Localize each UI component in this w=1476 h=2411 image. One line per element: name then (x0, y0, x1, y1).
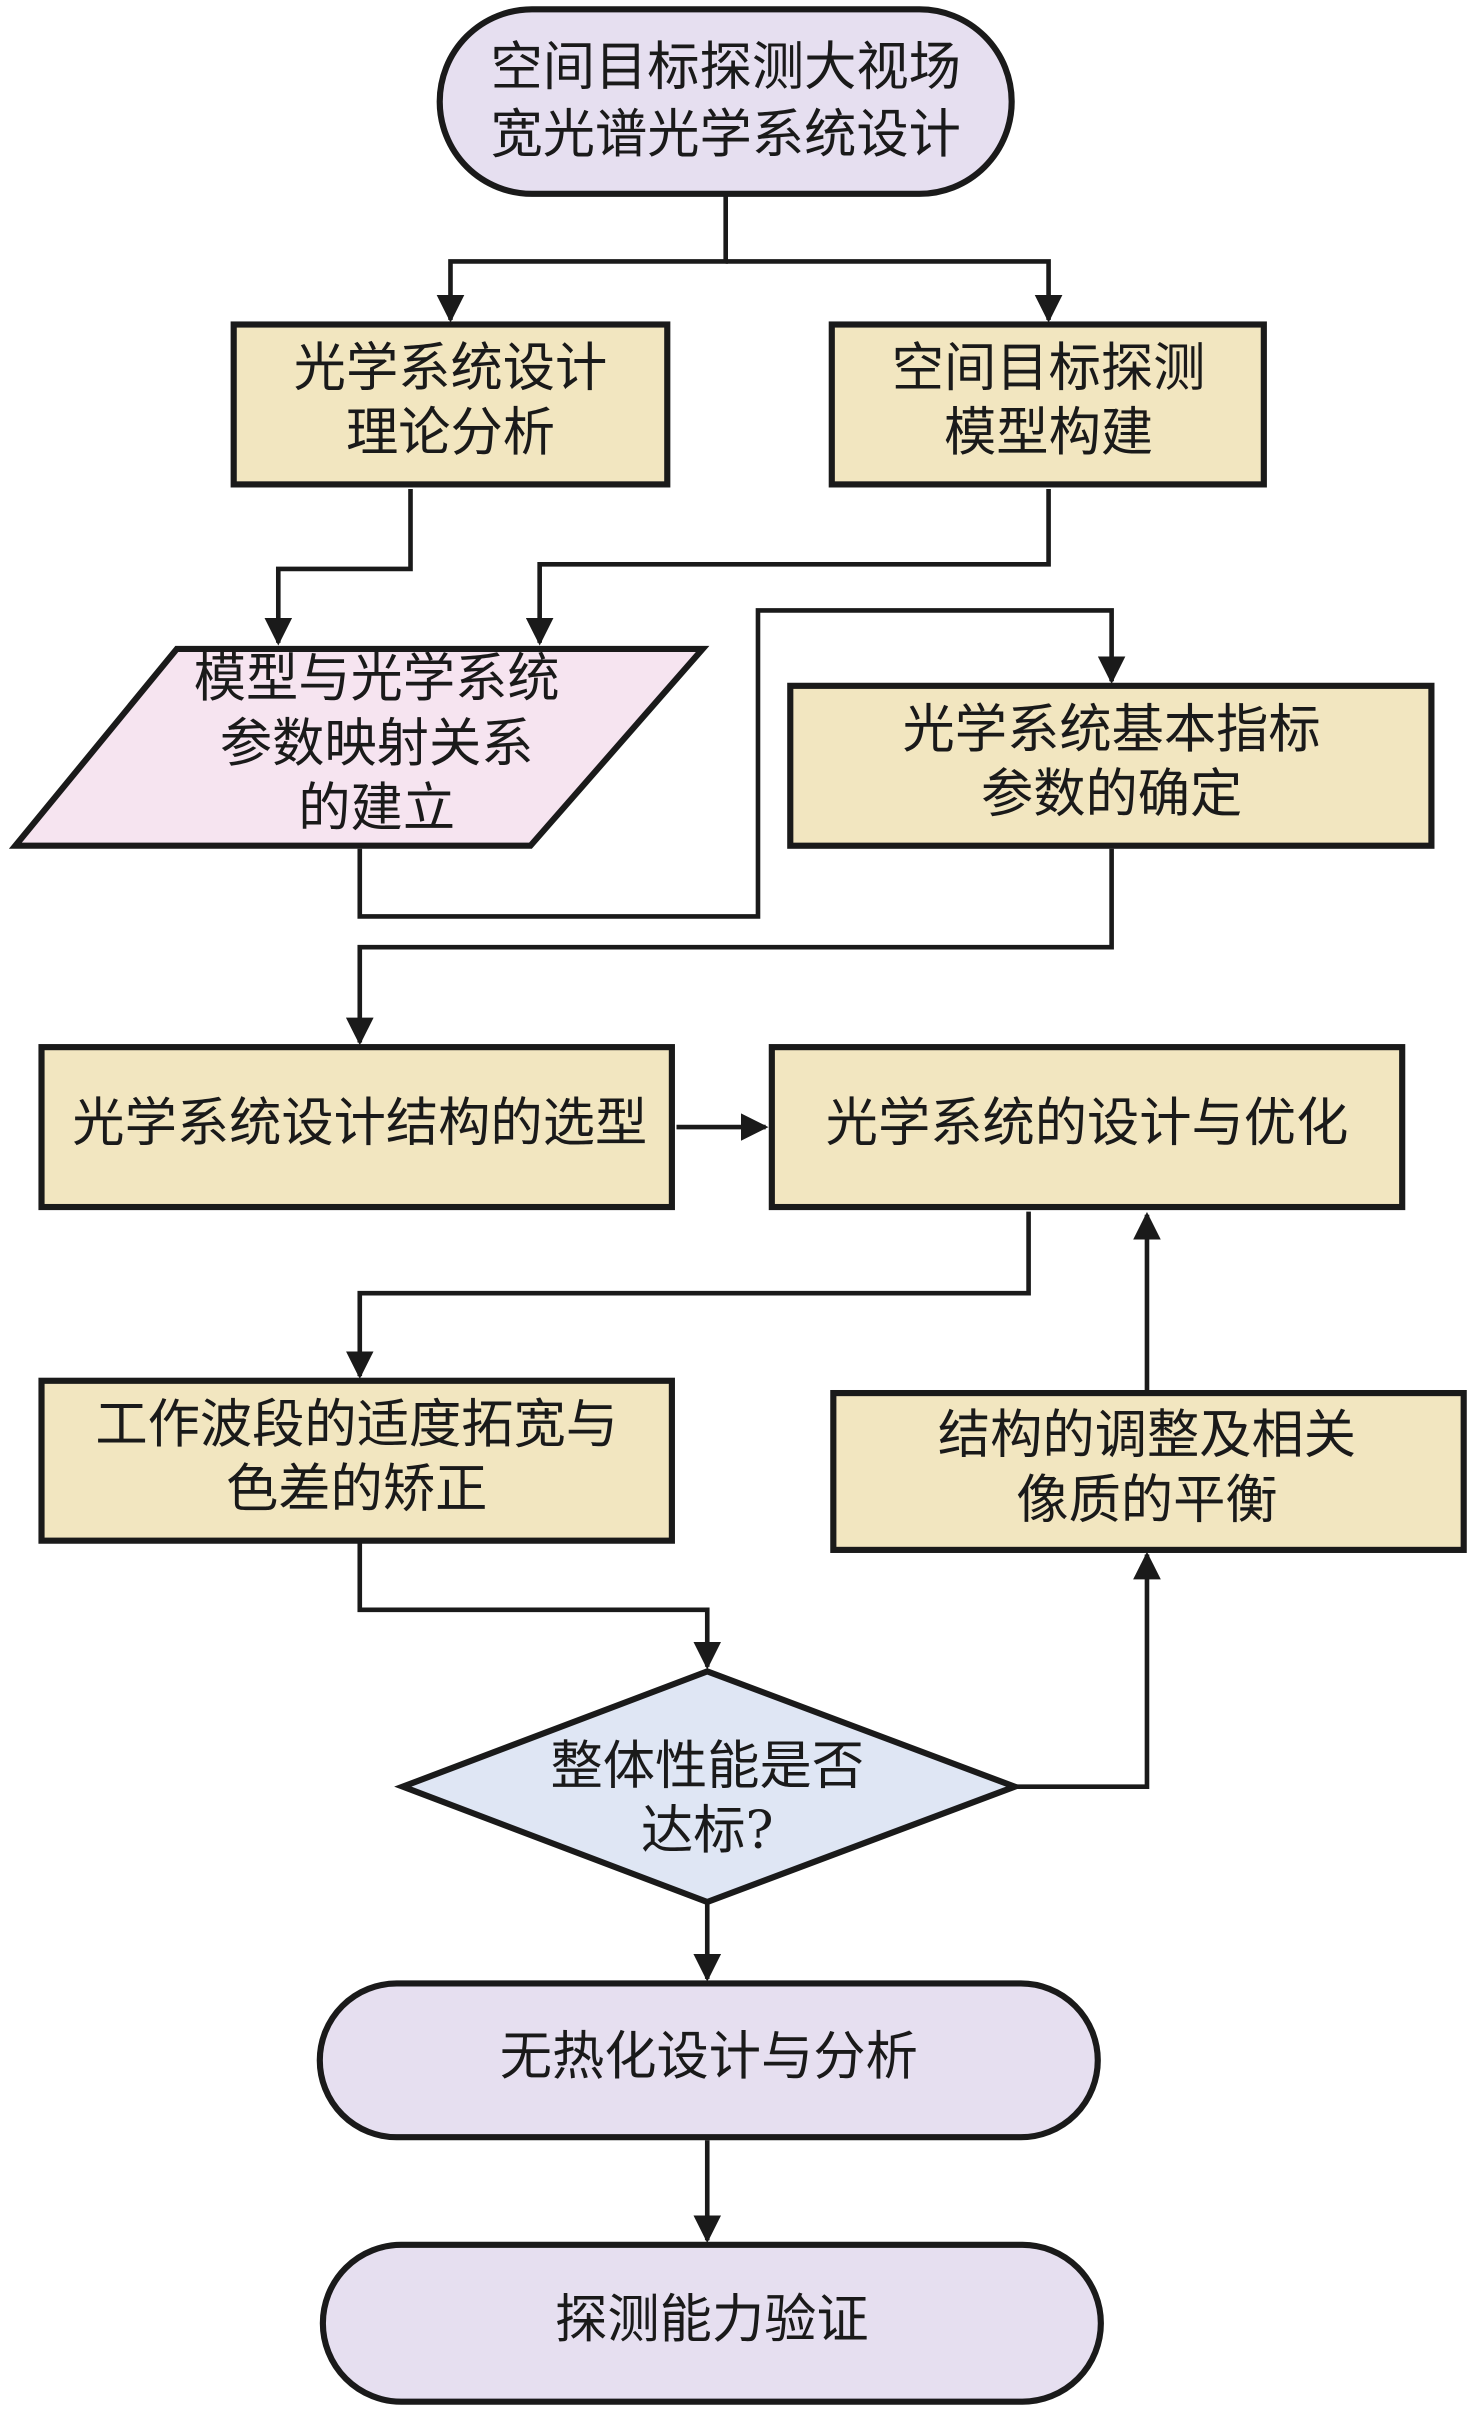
connector-mapping-params (357, 608, 1126, 919)
decision-diamond (394, 1668, 1024, 1906)
start-label-line: 宽光谱光学系统设计 (490, 104, 960, 165)
model-box (828, 321, 1267, 488)
params-box (787, 682, 1435, 849)
verify-terminal (319, 2241, 1104, 2405)
connector-start-model (725, 259, 1063, 323)
theory-label-line: 理论分析 (346, 402, 555, 463)
waveband-label-line: 色差的矫正 (226, 1459, 487, 1520)
waveband-box (38, 1377, 675, 1544)
connector-decision-adjust (1014, 1551, 1161, 1789)
params-label-line: 参数的确定 (981, 764, 1242, 825)
connector-model-mapping (525, 489, 1051, 646)
decision-label-line: 达标? (641, 1800, 774, 1861)
model-label-line: 空间目标探测 (892, 338, 1206, 399)
start-terminal (436, 6, 1015, 197)
decision-label-line: 整体性能是否 (550, 1735, 864, 1796)
waveband-label-line: 工作波段的适度拓宽与 (95, 1394, 618, 1455)
connector-params-structure (345, 848, 1114, 1046)
connector-waveband-decision (357, 1540, 722, 1670)
mapping-label-line: 模型与光学系统 (194, 648, 560, 709)
params-label-line: 光学系统基本指标 (903, 699, 1321, 760)
structure-label-line: 光学系统设计结构的选型 (72, 1093, 647, 1154)
model-label-line: 模型构建 (944, 402, 1153, 463)
athermal-terminal (316, 1980, 1101, 2141)
mapping-parallelogram (8, 645, 710, 849)
connector-start-split (436, 193, 729, 323)
athermal-label-line: 无热化设计与分析 (500, 2026, 918, 2087)
theory-label-line: 光学系统设计 (294, 338, 608, 399)
adjust-label-line: 结构的调整及相关 (938, 1405, 1356, 1466)
structure-box (38, 1044, 675, 1211)
connector-optimize-waveband (345, 1211, 1031, 1379)
start-label-line: 空间目标探测大视场 (490, 36, 960, 97)
connector-theory-mapping (264, 489, 413, 646)
mapping-label-line: 的建立 (298, 777, 455, 838)
connectors (264, 193, 1161, 2244)
adjust-label-line: 像质的平衡 (1016, 1469, 1277, 1530)
theory-box (230, 321, 671, 488)
mapping-label-line: 参数映射关系 (220, 713, 534, 774)
verify-label-line: 探测能力验证 (555, 2289, 869, 2350)
optimize-box (768, 1044, 1406, 1211)
adjust-box (830, 1390, 1467, 1553)
optimize-label-line: 光学系统的设计与优化 (826, 1093, 1349, 1154)
